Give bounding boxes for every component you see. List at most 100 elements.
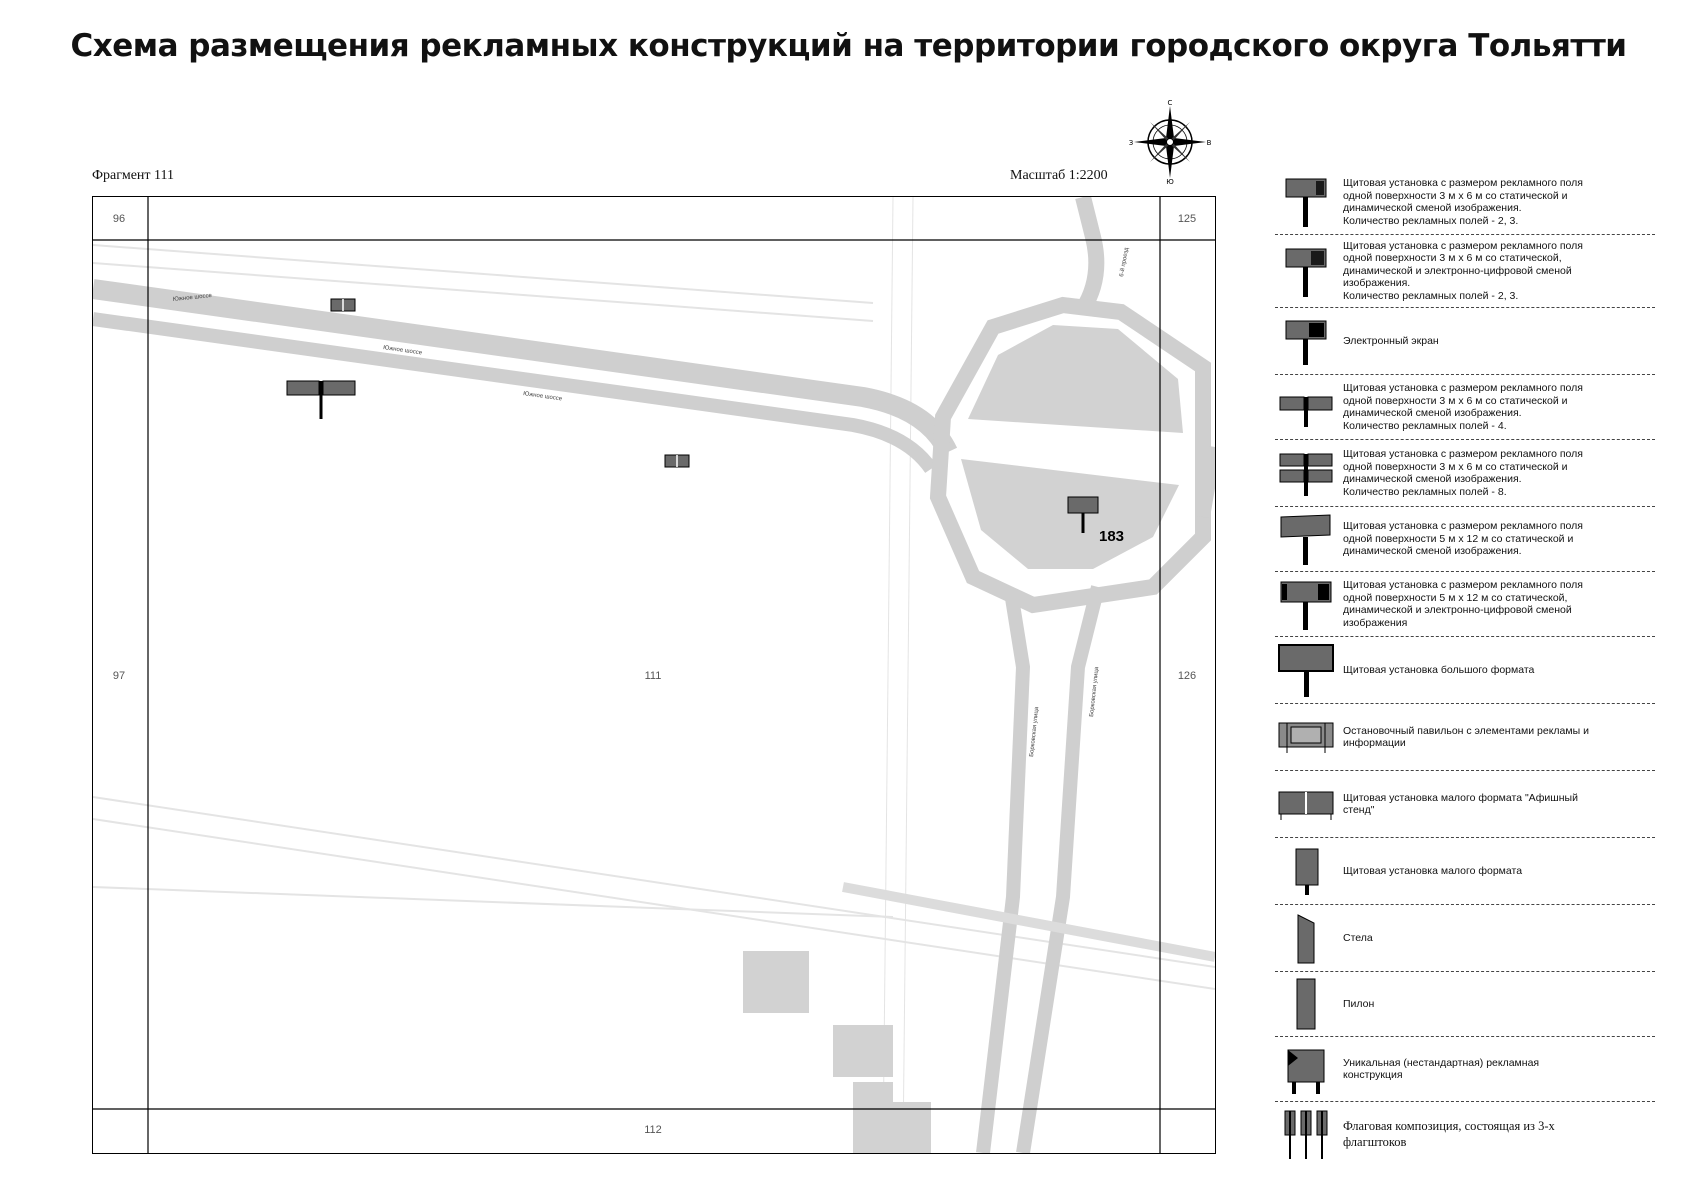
legend-text-line: информации	[1343, 737, 1406, 749]
legend-text-line: изображения	[1343, 616, 1408, 629]
billboard-5x12-icon	[1280, 514, 1331, 565]
compass-north-label: С	[1168, 100, 1173, 107]
legend-text-line: одной поверхности 5 м х 12 м со статичес…	[1343, 591, 1568, 604]
sheet-number-mid-right: 126	[1178, 670, 1196, 682]
street-label-south-highway: Южное шоссе	[173, 293, 213, 303]
legend-text-line: изображения.	[1343, 277, 1411, 290]
legend-item: Электронный экран	[1275, 308, 1655, 375]
compass-rose-icon: С Ю З В	[1129, 100, 1212, 184]
legend-item: Щитовая установка малого формата	[1275, 838, 1655, 905]
east-side-road	[1196, 445, 1215, 519]
legend-text-line: Щитовая установка малого формата "Афишны…	[1343, 791, 1578, 804]
sheet-number-mid-left: 97	[113, 670, 125, 682]
legend-item: Остановочный павильон с элементами рекла…	[1275, 704, 1655, 771]
legend-text-line: динамической сменой изображения.	[1343, 545, 1522, 558]
building	[853, 1082, 893, 1153]
legend-text-line: флагштоков	[1343, 1135, 1407, 1149]
legend-text-line: Электронный экран	[1343, 334, 1439, 347]
flag-composition-icon	[1284, 1110, 1328, 1159]
map-canvas: 96 125 97 111 126 112 Южное шоссе Южное …	[93, 197, 1215, 1153]
legend-text-line: Флаговая композиция, состоящая из 3-х	[1343, 1119, 1555, 1133]
borkovskaya-street-west	[976, 590, 1031, 1153]
legend-text-line: динамической сменой изображения.	[1343, 202, 1522, 214]
building	[893, 1102, 931, 1153]
south-highway-road	[93, 279, 958, 457]
street-label-sixth-passage: 6-й проезд	[1118, 246, 1130, 277]
billboard-3x6-marker[interactable]	[1067, 496, 1099, 533]
structure-number-label: 183	[1099, 528, 1124, 545]
roundabout-field-south	[961, 459, 1179, 569]
legend-text-line: Пилон	[1343, 997, 1375, 1010]
small-billboard-icon	[1295, 848, 1319, 895]
legend-text-line: Щитовая установка большого формата	[1343, 663, 1535, 676]
sheet-number-top-right: 125	[1178, 213, 1196, 225]
page-title: Схема размещения рекламных конструкций н…	[70, 28, 1627, 64]
map-background-lines	[93, 197, 1215, 1153]
north-exit-road	[1075, 197, 1105, 314]
billboard-3x6-icon	[1285, 178, 1327, 227]
legend-text-line: Щитовая установка с размером рекламного …	[1343, 239, 1583, 252]
borkovskaya-street-east	[1016, 585, 1105, 1153]
street-label-borkovskaya: Борковская улица	[1089, 666, 1100, 717]
sheet-number-top-left: 96	[113, 213, 125, 225]
compass-west-label: З	[1129, 139, 1134, 147]
fragment-label: Фрагмент 111	[92, 168, 174, 183]
lower-cross-road	[842, 882, 1215, 962]
compass-east-label: В	[1207, 139, 1212, 147]
building	[743, 951, 809, 1013]
billboard-5x12-digital-icon	[1280, 581, 1332, 630]
scale-label: Масштаб 1:2200	[1010, 168, 1108, 183]
poster-stand-marker	[664, 454, 690, 468]
legend-item: Щитовая установка с размером рекламного …	[1275, 235, 1655, 308]
legend-item: Щитовая установка с размером рекламного …	[1275, 507, 1655, 572]
bus-stop-pavilion-icon	[1278, 722, 1334, 753]
sheet-number-bottom: 112	[644, 1124, 662, 1136]
sheet-grid	[93, 197, 1215, 1153]
legend-text-line: одной поверхности 3 м х 6 м со статическ…	[1343, 189, 1568, 202]
map-fragment[interactable]: 96 125 97 111 126 112 Южное шоссе Южное …	[92, 196, 1216, 1154]
large-billboard-icon	[1278, 644, 1334, 697]
legend-text-line: Количество рекламных полей - 8.	[1343, 485, 1507, 498]
billboard-4-fields-icon	[1279, 396, 1333, 427]
legend-text-line: Щитовая установка с размером рекламного …	[1343, 177, 1583, 189]
legend-text-line: Остановочный павильон с элементами рекла…	[1343, 724, 1589, 737]
legend-text-line: Щитовая установка с размером рекламного …	[1343, 579, 1583, 591]
street-label-borkovskaya: Борковская улица	[1029, 706, 1040, 757]
legend-item: Щитовая установка большого формата	[1275, 637, 1655, 704]
legend-item: Щитовая установка малого формата "Афишны…	[1275, 771, 1655, 838]
billboard-3x6-digital-icon	[1285, 248, 1327, 297]
legend-text-line: динамической сменой изображения.	[1343, 473, 1522, 485]
building	[833, 1025, 893, 1077]
street-label-south-highway: Южное шоссе	[383, 345, 423, 356]
legend-text-line: Количество рекламных полей - 2, 3.	[1343, 214, 1519, 227]
billboard-8-fields-icon	[1279, 453, 1333, 496]
small-poster-stand-marker	[330, 298, 356, 312]
billboard-4-fields-marker	[286, 380, 356, 419]
south-highway-road-2	[93, 312, 937, 474]
legend-text-line: одной поверхности 5 м х 12 м со статичес…	[1343, 532, 1574, 545]
legend-text-line: одной поверхности 3 м х 6 м со статическ…	[1343, 460, 1568, 473]
legend-text-line: Количество рекламных полей - 2, 3.	[1343, 289, 1519, 302]
legend-item: Стела	[1275, 905, 1655, 972]
legend-text-line: стенд"	[1343, 804, 1375, 816]
legend-text-line: Щитовая установка с размером рекламного …	[1343, 382, 1583, 394]
legend-text-line: Стела	[1343, 931, 1373, 944]
legend-panel: Щитовая установка с размером рекламного …	[1275, 170, 1655, 1166]
legend-text-line: одной поверхности 3 м х 6 м со статическ…	[1343, 394, 1568, 407]
legend-text-line: Щитовая установка с размером рекламного …	[1343, 448, 1583, 460]
pylon-icon	[1296, 978, 1316, 1030]
legend-item: Щитовая установка с размером рекламного …	[1275, 170, 1655, 235]
legend-text-line: динамической и электронно-цифровой смено…	[1343, 604, 1572, 616]
electronic-screen-icon	[1285, 320, 1327, 365]
legend-text-line: Количество рекламных полей - 4.	[1343, 419, 1507, 432]
legend-text-line: конструкция	[1343, 1069, 1403, 1081]
poster-stand-icon	[1278, 791, 1334, 820]
stele-icon	[1297, 914, 1315, 964]
sheet-number-center: 111	[645, 670, 662, 682]
legend-text-line: Щитовая установка малого формата	[1343, 864, 1523, 877]
street-label-south-highway: Южное шоссе	[523, 391, 563, 402]
unique-structure-icon	[1287, 1049, 1325, 1094]
roundabout-field-north	[968, 325, 1183, 433]
legend-item: Щитовая установка с размером рекламного …	[1275, 440, 1655, 507]
